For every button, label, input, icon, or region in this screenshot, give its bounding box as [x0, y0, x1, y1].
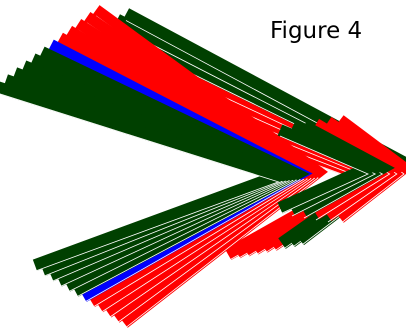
- figure-title: Figure 4: [270, 18, 363, 44]
- center-spike-6: [277, 124, 383, 214]
- front-stripe-12-separator: [0, 93, 280, 272]
- center-spike-6-separator: [279, 135, 369, 215]
- front-chevron-bundle: [0, 5, 328, 330]
- center-spike-cluster: [277, 115, 406, 225]
- front-stripe-12: [0, 81, 297, 271]
